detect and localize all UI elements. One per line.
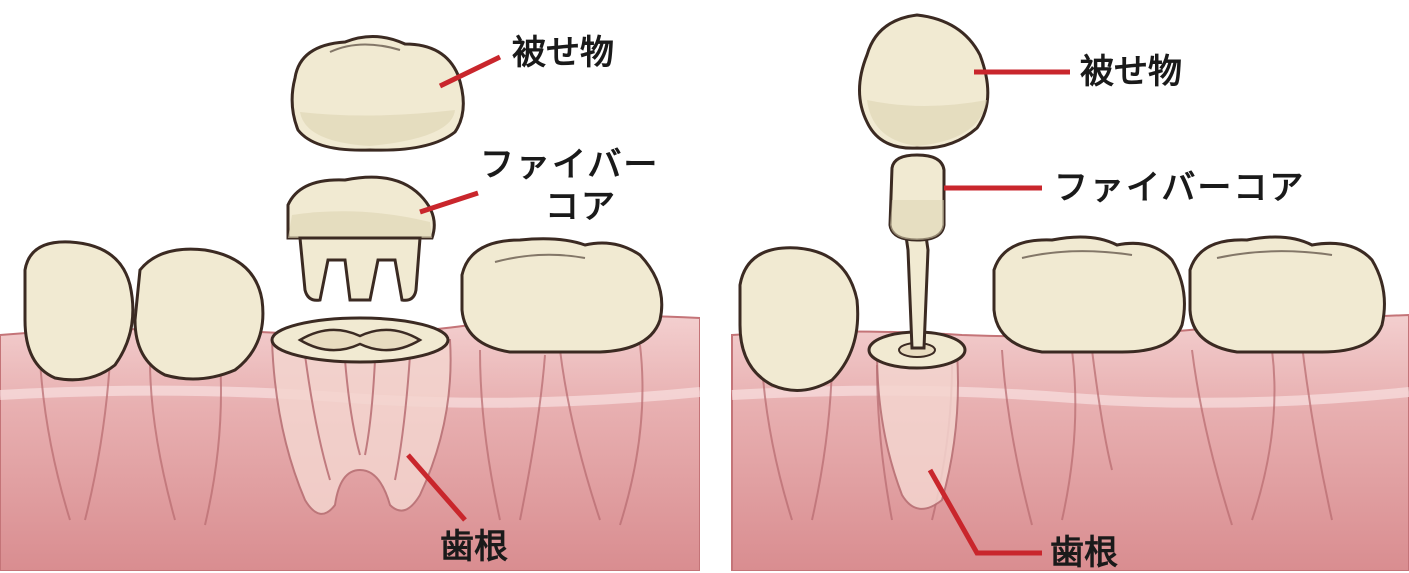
- tooth-molar-1: [994, 237, 1184, 352]
- right-root-label: 歯根: [1050, 536, 1118, 570]
- right-diagram-panel: 被せ物 ファイバーコア 歯根: [712, 0, 1409, 571]
- left-diagram-panel: 被せ物 ファイバー コア 歯根: [0, 0, 700, 571]
- tooth-left: [740, 248, 858, 391]
- left-root-label: 歯根: [440, 530, 508, 564]
- left-crown-label: 被せ物: [512, 36, 614, 70]
- right-diagram-svg: [712, 0, 1409, 571]
- left-core-label-line1: ファイバー: [480, 148, 659, 182]
- tooth-left-2: [135, 249, 263, 379]
- tooth-left-1: [25, 242, 133, 380]
- left-core-label-line2: コア: [545, 190, 617, 224]
- fiber-core-legs: [300, 238, 420, 300]
- right-core-label: ファイバーコア: [1054, 171, 1305, 205]
- right-crown-label: 被せ物: [1080, 55, 1182, 89]
- left-diagram-svg: [0, 0, 700, 571]
- tooth-molar-2: [1190, 237, 1384, 352]
